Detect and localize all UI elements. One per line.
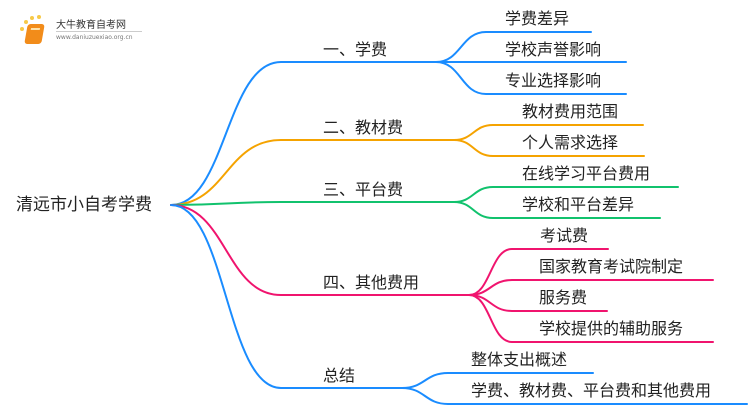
leaf-link <box>435 61 627 95</box>
branch-node[interactable]: 总结 <box>323 366 356 385</box>
leaf-node[interactable]: 考试费 <box>540 226 589 245</box>
branch-node[interactable]: 二、教材费 <box>323 118 404 137</box>
branch-node[interactable]: 一、学费 <box>323 40 388 59</box>
branch-link <box>170 61 437 206</box>
leaf-link <box>435 31 592 63</box>
leaf-node[interactable]: 国家教育考试院制定 <box>539 257 684 276</box>
leaf-node[interactable]: 整体支出概述 <box>471 350 568 369</box>
leaf-node[interactable]: 在线学习平台费用 <box>522 164 651 183</box>
leaf-link <box>453 201 661 219</box>
branch-link <box>170 204 403 389</box>
logo-dot <box>20 27 24 31</box>
logo-dot <box>30 16 34 20</box>
leaf-node[interactable]: 专业选择影响 <box>505 71 602 90</box>
leaf-node[interactable]: 个人需求选择 <box>522 133 619 152</box>
branch-link <box>170 201 455 206</box>
leaf-node[interactable]: 教材费用范围 <box>522 102 619 121</box>
logo-title: 大牛教育自考网 <box>56 20 126 31</box>
branch-node[interactable]: 三、平台费 <box>323 180 404 199</box>
leaf-link <box>468 279 714 296</box>
logo-divider <box>56 31 142 32</box>
branch-link <box>170 139 455 206</box>
leaf-link <box>401 387 748 405</box>
leaf-node[interactable]: 学费、教材费、平台费和其他费用 <box>471 381 712 400</box>
leaf-node[interactable]: 服务费 <box>539 288 588 307</box>
branch-node[interactable]: 四、其他费用 <box>323 273 420 292</box>
leaf-link <box>401 372 594 389</box>
logo-dot <box>37 15 41 19</box>
logo: 大牛教育自考网 www.daniuzuexiao.org.cn <box>18 14 188 48</box>
leaf-node[interactable]: 学校声誉影响 <box>505 40 602 59</box>
leaf-node[interactable]: 学校提供的辅助服务 <box>539 319 684 338</box>
leaf-node[interactable]: 学校和平台差异 <box>522 195 635 214</box>
branch-link <box>170 204 470 296</box>
leaf-link <box>468 248 609 296</box>
leaf-link <box>468 294 714 343</box>
logo-url: www.daniuzuexiao.org.cn <box>56 34 133 41</box>
leaf-node[interactable]: 学费差异 <box>505 9 570 28</box>
leaf-link <box>453 139 645 157</box>
logo-dot <box>24 20 28 24</box>
root-node[interactable]: 清远市小自考学费 <box>16 195 152 215</box>
